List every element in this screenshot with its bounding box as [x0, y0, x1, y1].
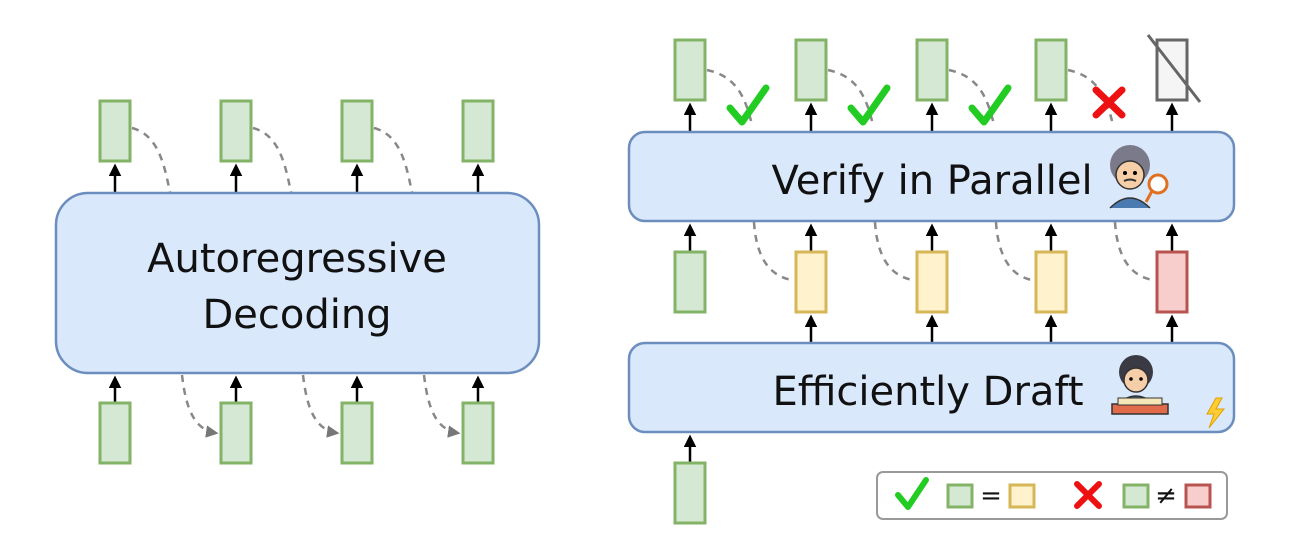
- draft-dashed-link: [994, 221, 1033, 282]
- legend-not-equal-symbol: ≠: [1155, 481, 1177, 511]
- autoregressive-decoding-module: [54, 191, 541, 375]
- left-feedback-arrow: [422, 374, 461, 438]
- verify-dashed-link: [827, 68, 875, 126]
- left-feedback-arrow: [180, 374, 219, 438]
- verify-dashed-link: [706, 68, 754, 126]
- draft-token-1: [794, 250, 828, 314]
- verified-token-4: [1034, 38, 1068, 102]
- legend: = ≠: [876, 471, 1228, 520]
- draft-dashed-link: [873, 221, 914, 282]
- left-autoregressive-panel: Autoregressive Decoding: [54, 99, 541, 465]
- left-input-token-2: [219, 401, 253, 465]
- draft-label: Efficiently Draft: [772, 369, 1083, 415]
- left-dashed-link: [373, 126, 414, 193]
- left-dashed-link: [131, 126, 172, 193]
- left-input-token-1: [98, 401, 132, 465]
- verified-token-1: [673, 38, 707, 102]
- accept-check-icon: [847, 84, 891, 126]
- verified-token-2: [794, 38, 828, 102]
- autoregressive-label-line1: Autoregressive: [147, 236, 447, 282]
- verify-label: Verify in Parallel: [771, 158, 1092, 204]
- draft-input-token: [673, 461, 707, 525]
- draft-token-4-mismatch: [1155, 250, 1189, 314]
- legend-green-token: [946, 483, 974, 509]
- lightning-icon: [1206, 397, 1226, 429]
- legend-equal-symbol: =: [980, 481, 1002, 511]
- verify-dashed-link: [1067, 68, 1115, 126]
- left-input-token-4: [461, 401, 495, 465]
- legend-yellow-token: [1008, 483, 1036, 509]
- reject-cross-icon: [1092, 86, 1126, 119]
- discarded-token: [1146, 34, 1202, 103]
- draft-token-2: [915, 250, 949, 314]
- legend-cross-icon: [1074, 481, 1102, 509]
- draft-dashed-link: [752, 221, 793, 282]
- draft-token-3: [1034, 250, 1068, 314]
- left-dashed-link: [252, 126, 293, 193]
- verify-dashed-link: [948, 68, 996, 126]
- legend-red-token: [1184, 483, 1212, 509]
- accept-check-icon: [726, 84, 770, 126]
- left-feedback-arrow: [301, 374, 340, 438]
- drafter-person-icon: [1111, 355, 1169, 415]
- autoregressive-label-line2: Decoding: [202, 292, 391, 338]
- legend-green-token-2: [1122, 483, 1150, 509]
- left-input-token-3: [340, 401, 374, 465]
- left-output-token-1: [98, 99, 132, 163]
- right-speculative-panel: Verify in Parallel: [627, 34, 1236, 525]
- draft-dashed-link: [1113, 221, 1154, 282]
- left-output-token-4: [461, 99, 495, 163]
- left-output-token-3: [340, 99, 374, 163]
- verified-token-3: [915, 38, 949, 102]
- verify-module: [627, 130, 1236, 223]
- verifier-person-icon: [1109, 145, 1169, 209]
- left-output-token-2: [219, 99, 253, 163]
- legend-check-icon: [895, 477, 929, 510]
- prefix-token: [673, 250, 707, 314]
- draft-module: [627, 341, 1236, 434]
- accept-check-icon: [968, 84, 1012, 126]
